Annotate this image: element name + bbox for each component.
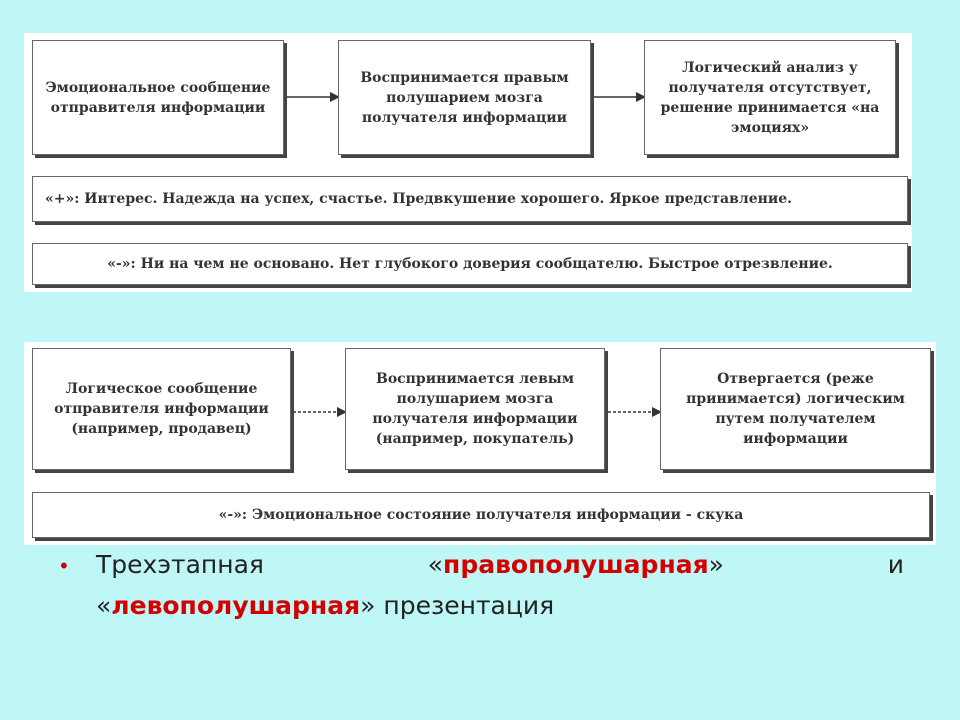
left-hemisphere-diagram: Логическое сообщение отправителя информа… <box>24 342 936 545</box>
plus-effects-bar: «+»: Интерес. Надежда на успех, счастье.… <box>32 176 908 222</box>
boredom-text: «-»: Эмоциональное состояние получателя … <box>218 507 744 523</box>
right-hemisphere-phrase: «правополушарная» <box>428 544 724 585</box>
right-hemisphere-box: Воспринимается правым полушарием мозга п… <box>338 40 591 155</box>
bullet-line-1: Трехэтапная «правополушарная» и <box>96 544 904 585</box>
highlight-left-hemisphere: левополушарная <box>111 591 361 620</box>
word-three-stage: Трехэтапная <box>96 550 264 579</box>
no-logic-box: Логический анализ у получателя отсутству… <box>644 40 896 155</box>
minus-effects-text: «-»: Ни на чем не основано. Нет глубоког… <box>107 256 833 272</box>
rejected-text: Отвергается (реже принимается) логически… <box>686 371 905 447</box>
left-hemisphere-box: Воспринимается левым полушарием мозга по… <box>345 348 605 470</box>
word-and: и <box>887 550 904 579</box>
arrow-right-icon <box>293 407 347 417</box>
left-hemisphere-text: Воспринимается левым полушарием мозга по… <box>372 371 578 447</box>
highlight-right-hemisphere: правополушарная <box>443 550 709 579</box>
quote-close: » <box>708 550 724 579</box>
right-hemisphere-text: Воспринимается правым полушарием мозга п… <box>360 69 569 126</box>
logical-message-text: Логическое сообщение отправителя информа… <box>54 381 269 437</box>
arrow-right-icon <box>608 407 662 417</box>
arrow-right-icon <box>594 92 646 102</box>
boredom-bar: «-»: Эмоциональное состояние получателя … <box>32 492 930 538</box>
bullet-text: Трехэтапная «правополушарная» и «левопол… <box>96 544 904 626</box>
presentation-tail: » презентация <box>360 591 555 620</box>
logical-message-box: Логическое сообщение отправителя информа… <box>32 348 291 470</box>
right-hemisphere-diagram: Эмоциональное сообщение отправителя инфо… <box>24 33 912 292</box>
quote-open: « <box>427 550 444 579</box>
bullet-point: • Трехэтапная «правополушарная» и «левоп… <box>58 544 904 626</box>
rejected-box: Отвергается (реже принимается) логически… <box>660 348 931 470</box>
bullet-line-2: «левополушарная» презентация <box>96 585 904 626</box>
emotional-message-box: Эмоциональное сообщение отправителя инфо… <box>32 40 284 155</box>
minus-effects-bar: «-»: Ни на чем не основано. Нет глубоког… <box>32 243 908 285</box>
bullet-marker: • <box>58 554 70 578</box>
plus-effects-text: «+»: Интерес. Надежда на успех, счастье.… <box>45 191 793 207</box>
quote-open: « <box>96 591 112 620</box>
arrow-right-icon <box>286 92 340 102</box>
emotional-message-text: Эмоциональное сообщение отправителя инфо… <box>45 79 271 116</box>
no-logic-text: Логический анализ у получателя отсутству… <box>660 59 880 136</box>
